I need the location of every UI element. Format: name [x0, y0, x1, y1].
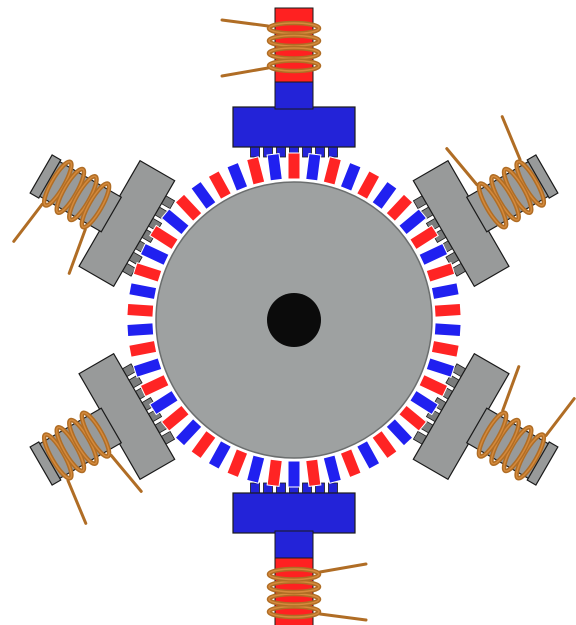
coil-lead: [222, 20, 268, 26]
shaft-icon: [267, 293, 321, 347]
coil-lead: [320, 564, 366, 572]
rotor-magnet: [419, 375, 448, 397]
rotor-magnet: [431, 341, 459, 358]
pole-shoe: [233, 107, 355, 147]
rotor-magnet: [129, 283, 157, 300]
rotor-magnet: [434, 323, 461, 337]
rotor-magnet: [426, 263, 454, 282]
stator-pole-top: [222, 8, 355, 157]
coil-lead: [14, 202, 42, 245]
rotor-magnet: [340, 449, 361, 478]
rotor-magnet: [357, 171, 380, 200]
rotor-magnet: [267, 154, 282, 181]
rotor-magnet: [127, 304, 154, 318]
rotor-magnet: [133, 263, 161, 282]
rotor-magnet: [306, 459, 321, 486]
rotor-magnet: [247, 157, 265, 185]
coil-lead: [546, 396, 574, 439]
rotor-magnet: [306, 154, 321, 181]
rotor-magnet: [267, 459, 282, 486]
coil-lead: [63, 481, 91, 524]
rotor-magnet: [140, 375, 169, 397]
pole-neck: [275, 80, 313, 109]
coil-lead: [320, 614, 366, 620]
rotor-magnet: [208, 171, 231, 200]
rotor-magnet: [323, 455, 341, 483]
rotor-magnet: [434, 304, 461, 318]
rotor-magnet: [288, 461, 300, 487]
rotor-magnet: [357, 441, 380, 470]
rotor-magnet: [431, 283, 459, 300]
rotor-magnet: [129, 341, 157, 358]
rotor-magnet: [340, 163, 361, 192]
rotor-magnet: [227, 163, 248, 192]
rotor-magnet: [140, 243, 169, 265]
rotor-magnet: [127, 323, 154, 337]
rotor-magnet: [247, 455, 265, 483]
rotor-magnet: [426, 358, 454, 377]
rotor-magnet: [288, 153, 300, 179]
rotor-magnet: [227, 449, 248, 478]
coil-lead: [497, 117, 525, 160]
rotor-magnet: [208, 441, 231, 470]
pole-shoe: [233, 493, 355, 533]
stator-pole-bottom: [233, 483, 366, 625]
rotor-magnet: [323, 157, 341, 185]
rotor-magnet: [133, 358, 161, 377]
rotor-magnet: [419, 243, 448, 265]
pole-neck: [275, 531, 313, 560]
coil-lead: [222, 68, 268, 76]
